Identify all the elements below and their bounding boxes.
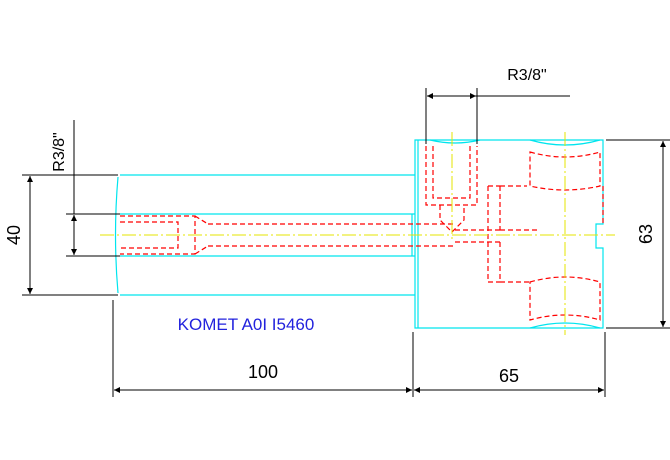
- long-bore: [208, 223, 455, 247]
- part-outline: [114, 139, 604, 329]
- head-wave-top: [429, 139, 601, 146]
- center-lines: [100, 132, 615, 335]
- hidden-lines: [120, 146, 604, 321]
- left-thread-hole-inner: [120, 221, 179, 249]
- head-outline: [414, 139, 604, 329]
- dim-label-100: 100: [248, 362, 278, 382]
- dim-label-40: 40: [4, 225, 24, 245]
- shaft-outline: [114, 174, 415, 296]
- thread-label-left: R3/8": [51, 132, 68, 171]
- part-label: KOMET A0I I5460: [178, 315, 315, 334]
- thread-label-top: R3/8": [507, 67, 546, 84]
- lower-pocket: [529, 276, 601, 321]
- bore-transition: [194, 215, 209, 255]
- vertical-channel: [487, 185, 501, 283]
- dimensions: [22, 88, 670, 397]
- dim-label-63: 63: [636, 224, 656, 244]
- upper-pocket: [529, 151, 601, 191]
- head-wave-bottom: [529, 322, 601, 329]
- cross-channel-top: [500, 185, 540, 231]
- top-hole-drill: [439, 205, 465, 233]
- channel-connect: [455, 229, 500, 243]
- dim-label-65: 65: [499, 366, 519, 386]
